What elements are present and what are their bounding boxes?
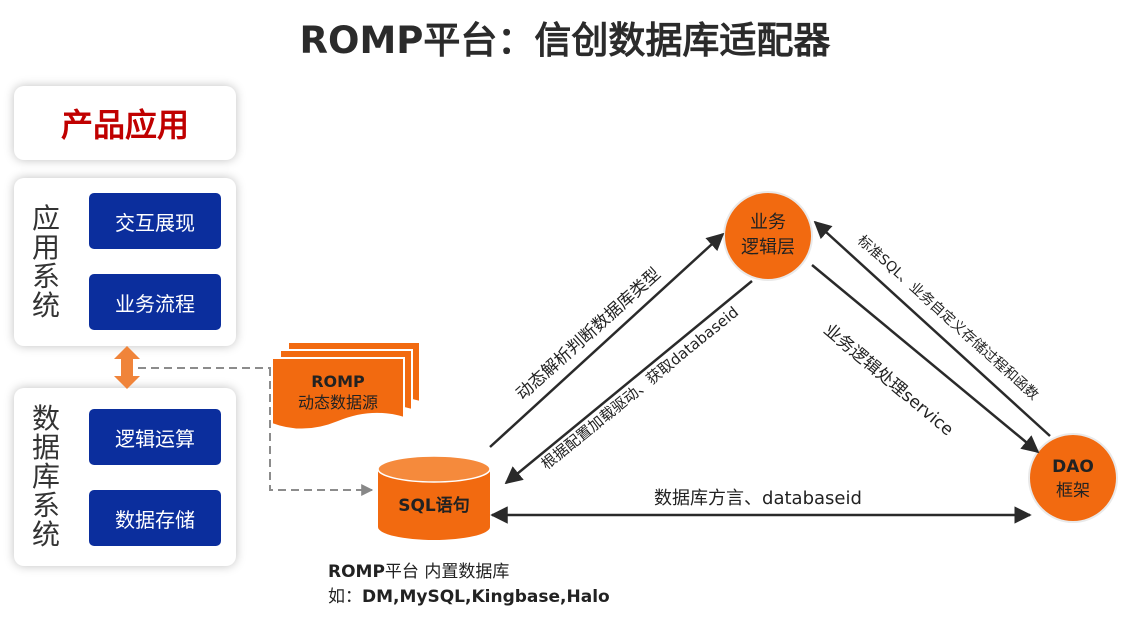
page-title: ROMP平台：信创数据库适配器 (299, 19, 831, 62)
dynamic-datasource-subtitle: 动态数据源 (298, 393, 378, 412)
dao-framework-node (1028, 433, 1118, 523)
db-system-panel: 数据库系统 逻辑运算 数据存储 (14, 388, 236, 566)
double-arrow-icon (114, 346, 140, 389)
builtin-db-note: ROMP平台 内置数据库 如：DM,MySQL,Kingbase,Halo (328, 560, 610, 610)
business-node-line1: 业务 (750, 212, 786, 233)
logic-operation-button[interactable]: 逻辑运算 (89, 409, 221, 465)
business-node-line2: 逻辑层 (741, 237, 795, 258)
app-system-panel: 应用系统 交互展现 业务流程 (14, 178, 236, 346)
dashed-connector (138, 367, 374, 496)
business-process-button[interactable]: 业务流程 (89, 274, 221, 330)
dynamic-datasource-icon (271, 341, 421, 431)
dao-node-line2: 框架 (1056, 481, 1090, 501)
note-line2-prefix: 如： (328, 587, 362, 607)
edge-label-sql-dao: 数据库方言、databaseid (654, 488, 862, 509)
product-app-card: 产品应用 (14, 86, 236, 160)
note-line1-rest: 平台 内置数据库 (384, 562, 510, 582)
note-line-2: 如：DM,MySQL,Kingbase,Halo (328, 585, 610, 610)
db-system-label-text: 数据库系统 (31, 402, 60, 551)
sql-database-icon (377, 455, 491, 540)
note-line-1: ROMP平台 内置数据库 (328, 560, 610, 585)
note-line1-bold: ROMP (328, 562, 385, 582)
product-app-label: 产品应用 (60, 106, 189, 144)
arrow-sql-to-business (489, 232, 725, 448)
edge-label-business-to-sql: 根据配置加载驱动、获取databaseid (538, 303, 742, 473)
business-logic-node (723, 191, 813, 281)
edge-label-business-to-dao: 业务逻辑处理service (819, 320, 957, 440)
arrow-business-to-sql (504, 280, 753, 485)
interaction-display-button[interactable]: 交互展现 (89, 193, 221, 249)
arrow-business-to-dao (811, 264, 1040, 454)
app-system-label-text: 应用系统 (31, 202, 60, 322)
dynamic-datasource-title: ROMP (311, 372, 365, 391)
arrow-dao-to-business (813, 220, 1051, 437)
data-storage-button[interactable]: 数据存储 (89, 490, 221, 546)
note-line2-bold: DM,MySQL,Kingbase,Halo (362, 587, 610, 607)
app-system-label: 应用系统 (26, 204, 66, 320)
sql-node-label: SQL语句 (398, 495, 470, 516)
db-system-label: 数据库系统 (26, 404, 66, 549)
dao-node-line1: DAO (1052, 457, 1094, 477)
